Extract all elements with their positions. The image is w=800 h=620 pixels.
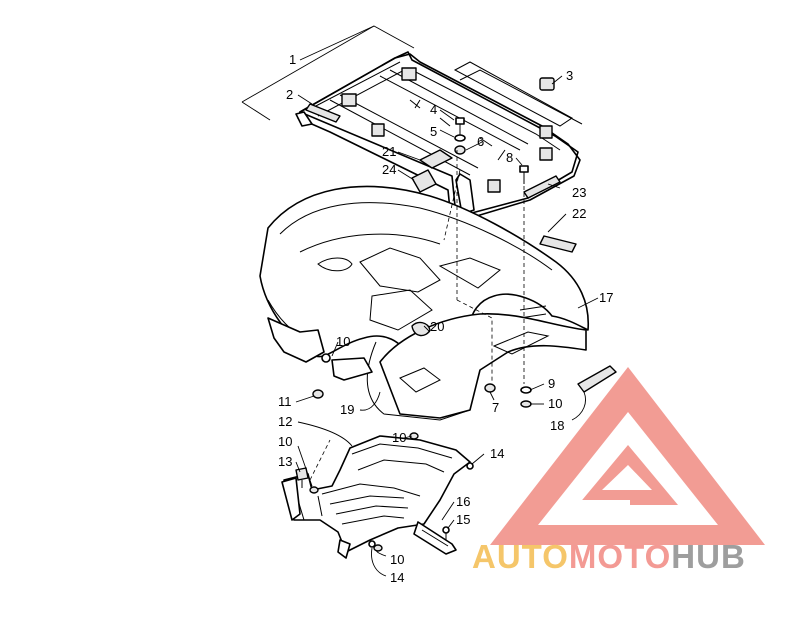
bracket-16 [413, 521, 457, 555]
callout-7: 7 [492, 400, 499, 415]
callout-13: 13 [278, 454, 292, 469]
callout-1: 1 [289, 52, 296, 67]
nut-10-bottom [373, 544, 383, 552]
pad-22 [539, 235, 577, 253]
rear-rack [295, 51, 583, 219]
callout-6: 6 [477, 134, 484, 149]
callout-10-d: 10 [278, 434, 292, 449]
callout-10-e: 10 [390, 552, 404, 567]
callout-labels: 1 2 3 4 5 6 8 21 24 23 22 17 20 10 11 19… [278, 52, 613, 585]
callout-15: 15 [456, 512, 470, 527]
callout-12: 12 [278, 414, 292, 429]
rack-decal-23 [523, 175, 561, 199]
callout-16: 16 [456, 494, 470, 509]
callout-9: 9 [548, 376, 555, 391]
bolt-15 [442, 526, 450, 540]
callout-18: 18 [550, 418, 564, 433]
callout-11: 11 [278, 394, 292, 409]
clip-3 [539, 77, 555, 91]
callout-10-b: 10 [548, 396, 562, 411]
callout-21: 21 [382, 144, 396, 159]
footwell-12 [281, 435, 471, 559]
bolt-13 [295, 467, 309, 488]
nut-11 [312, 389, 324, 399]
clip-14 [466, 462, 474, 470]
callout-14-a: 14 [490, 446, 504, 461]
callout-23: 23 [572, 185, 586, 200]
callout-10-c: 10 [392, 430, 406, 445]
watermark-hub: HUB [671, 538, 746, 575]
watermark-text: AUTOMOTOHUB [472, 538, 746, 575]
nut-7 [484, 383, 496, 393]
callout-4: 4 [430, 102, 437, 117]
callout-14-b: 14 [390, 570, 404, 585]
washer-10 [520, 400, 532, 408]
nut-6 [454, 145, 466, 155]
callout-22: 22 [572, 206, 586, 221]
callout-19: 19 [340, 402, 354, 417]
clip-14-bottom [368, 540, 376, 548]
side-panel-19 [379, 313, 587, 419]
callout-20: 20 [430, 319, 444, 334]
callout-8: 8 [506, 150, 513, 165]
leader-lines [241, 25, 599, 577]
callout-24: 24 [382, 162, 396, 177]
nut-10-mid [409, 432, 419, 440]
callout-2: 2 [286, 87, 293, 102]
washer-5 [454, 134, 466, 142]
bolt-8 [519, 165, 529, 184]
callout-5: 5 [430, 124, 437, 139]
watermark-moto: MOTO [569, 538, 671, 575]
svg-text:AUTOMOTOHUB: AUTOMOTOHUB [472, 538, 746, 575]
callout-10-a: 10 [336, 334, 350, 349]
strip-18 [577, 365, 617, 393]
rack-decal-2 [305, 103, 341, 123]
washer-9 [520, 386, 532, 394]
callout-17: 17 [599, 290, 613, 305]
callout-3: 3 [566, 68, 573, 83]
bolt-4 [455, 117, 465, 136]
nut-10-left [309, 486, 319, 494]
pad-24 [411, 169, 437, 193]
bracket-left [321, 353, 373, 381]
watermark-auto: AUTO [472, 538, 569, 575]
pad-21 [419, 149, 453, 169]
rear-fender [259, 185, 590, 421]
watermark-logo [490, 367, 765, 545]
